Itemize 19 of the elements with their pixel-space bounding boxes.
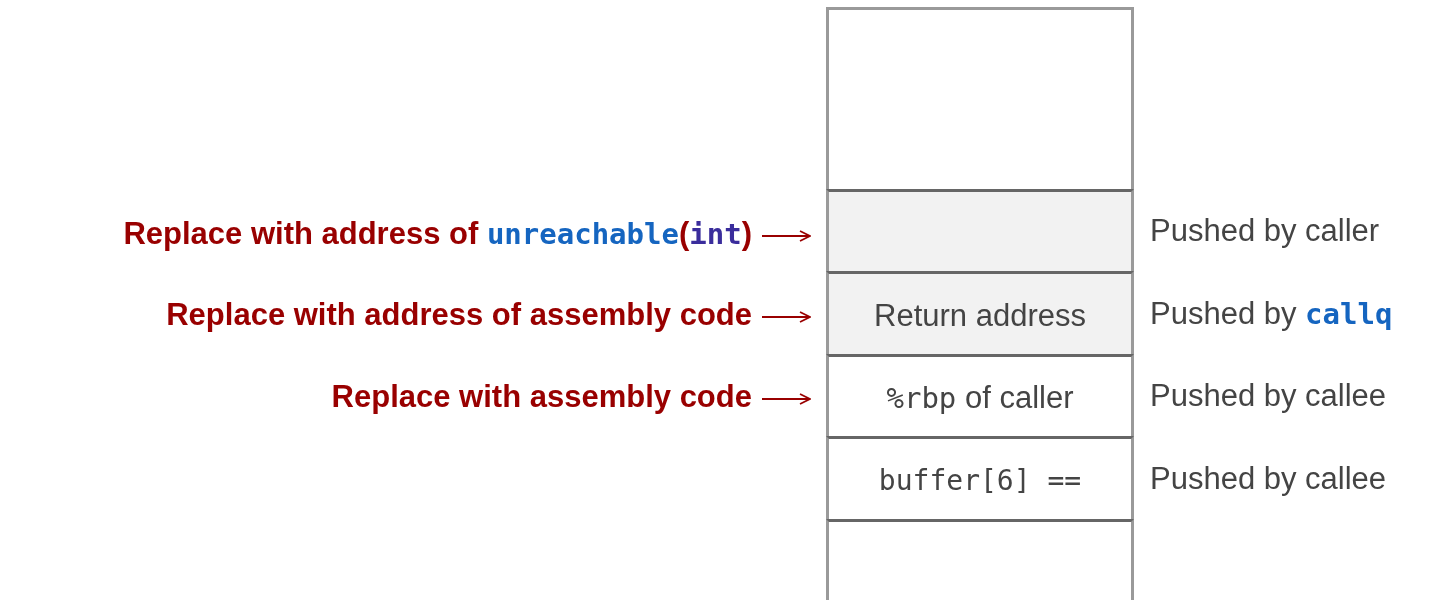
pushed-by-note: Pushed by callq (1150, 295, 1393, 332)
empty-stack-cell (826, 519, 1134, 600)
annotation-text: Replace with address of assembly code (166, 297, 752, 333)
pushed-by-note: Pushed by caller (1150, 213, 1380, 249)
annotation-text: Replace with assembly code (331, 379, 752, 415)
stack-cell (826, 436, 1134, 522)
pushed-by-note: Pushed by callee (1150, 460, 1387, 497)
cell-label: %rbp of caller (886, 380, 1074, 416)
stack-cell (826, 354, 1134, 439)
arrow (761, 311, 811, 323)
cell-label: Return address (874, 297, 1086, 334)
arrow (761, 393, 811, 405)
pushed-by-note: Pushed by callee (1150, 378, 1387, 414)
annotation-text: Replace with address of unreachable(int) (123, 216, 752, 252)
arrow (761, 230, 811, 242)
empty-stack-cell (826, 189, 1134, 274)
stack-cell (826, 271, 1134, 357)
cell-label: buffer[6] == (878, 464, 1082, 497)
empty-stack-cell (826, 7, 1134, 192)
